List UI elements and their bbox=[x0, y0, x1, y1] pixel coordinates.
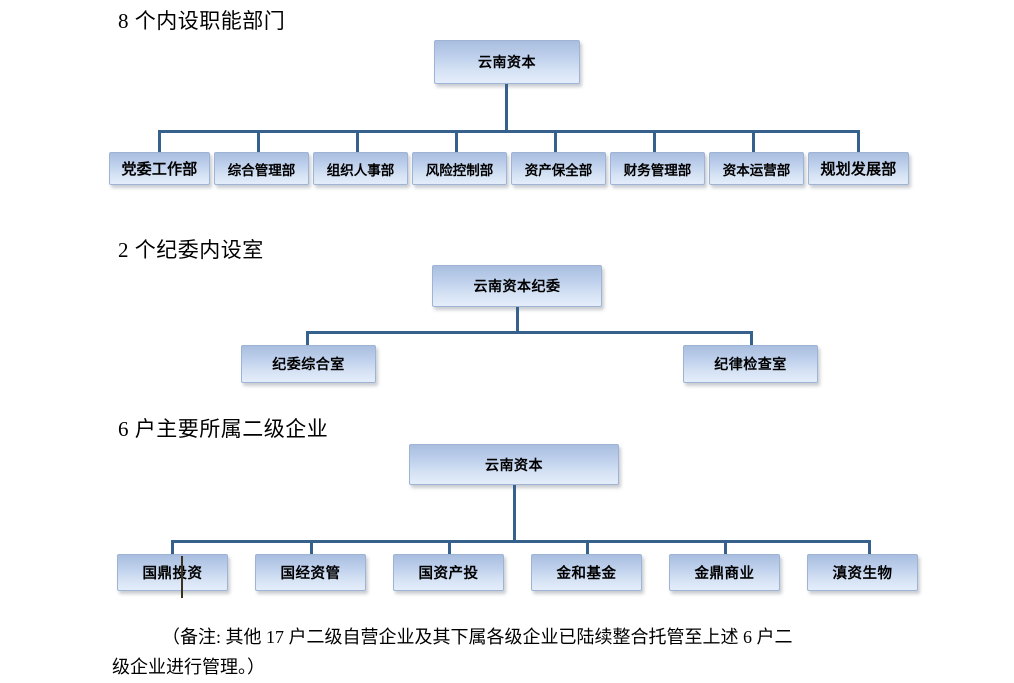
node-sub-jinding-commerce[interactable]: 金鼎商业 bbox=[669, 554, 780, 591]
node-sub-guoding-investment[interactable]: 国鼎投资 bbox=[117, 554, 228, 591]
node-dept-general-management[interactable]: 综合管理部 bbox=[214, 152, 309, 185]
connector-drop-office-2 bbox=[750, 331, 753, 345]
node-root-yunnan-capital-subsidiaries[interactable]: 云南资本 bbox=[409, 444, 619, 485]
connector-drop-sub-4 bbox=[586, 540, 589, 554]
connector-drop-dept-7 bbox=[752, 130, 755, 152]
connector-drop-dept-8 bbox=[857, 130, 860, 152]
connector-root-stem-discipline bbox=[516, 307, 519, 331]
section-heading-departments: 8 个内设职能部门 bbox=[118, 9, 286, 33]
connector-drop-dept-1 bbox=[158, 130, 161, 152]
node-sub-jinhe-fund[interactable]: 金和基金 bbox=[531, 554, 642, 591]
footnote-line-2: 级企业进行管理。） bbox=[112, 657, 265, 677]
connector-root-stem-departments bbox=[505, 84, 508, 130]
connector-drop-sub-6 bbox=[868, 540, 871, 554]
connector-drop-dept-5 bbox=[554, 130, 557, 152]
node-root-yunnan-capital-departments[interactable]: 云南资本 bbox=[434, 40, 580, 84]
connector-bus-subsidiaries bbox=[171, 540, 871, 543]
node-dept-risk-control[interactable]: 风险控制部 bbox=[412, 152, 507, 185]
connector-drop-sub-5 bbox=[724, 540, 727, 554]
node-sub-guozi-property-investment[interactable]: 国资产投 bbox=[393, 554, 504, 591]
node-root-discipline-committee[interactable]: 云南资本纪委 bbox=[432, 265, 602, 307]
text-cursor-caret bbox=[181, 556, 183, 598]
connector-drop-dept-3 bbox=[356, 130, 359, 152]
node-sub-dianzi-biology[interactable]: 滇资生物 bbox=[807, 554, 918, 591]
footnote-line-1: （备注: 其他 17 户二级自营企业及其下属各级企业已陆续整合托管至上述 6 户… bbox=[162, 627, 793, 647]
node-office-discipline-inspection[interactable]: 纪律检查室 bbox=[683, 345, 818, 383]
connector-drop-dept-2 bbox=[257, 130, 260, 152]
section-heading-subsidiaries: 6 户主要所属二级企业 bbox=[118, 417, 329, 441]
node-dept-asset-preservation[interactable]: 资产保全部 bbox=[511, 152, 606, 185]
connector-drop-sub-2 bbox=[310, 540, 313, 554]
node-dept-planning-development[interactable]: 规划发展部 bbox=[808, 152, 909, 185]
node-dept-financial-management[interactable]: 财务管理部 bbox=[610, 152, 705, 185]
section-heading-discipline-offices: 2 个纪委内设室 bbox=[118, 238, 264, 262]
node-office-discipline-general[interactable]: 纪委综合室 bbox=[241, 345, 376, 383]
connector-drop-dept-6 bbox=[653, 130, 656, 152]
node-dept-party-committee[interactable]: 党委工作部 bbox=[109, 152, 210, 185]
connector-root-stem-subsidiaries bbox=[513, 485, 516, 540]
connector-bus-discipline bbox=[306, 331, 753, 334]
node-dept-organization-personnel[interactable]: 组织人事部 bbox=[313, 152, 408, 185]
connector-drop-sub-3 bbox=[448, 540, 451, 554]
node-sub-guojing-asset-management[interactable]: 国经资管 bbox=[255, 554, 366, 591]
node-dept-capital-operation[interactable]: 资本运营部 bbox=[709, 152, 804, 185]
connector-drop-dept-4 bbox=[455, 130, 458, 152]
connector-drop-office-1 bbox=[306, 331, 309, 345]
connector-bus-departments bbox=[158, 130, 860, 133]
connector-drop-sub-1 bbox=[171, 540, 174, 554]
